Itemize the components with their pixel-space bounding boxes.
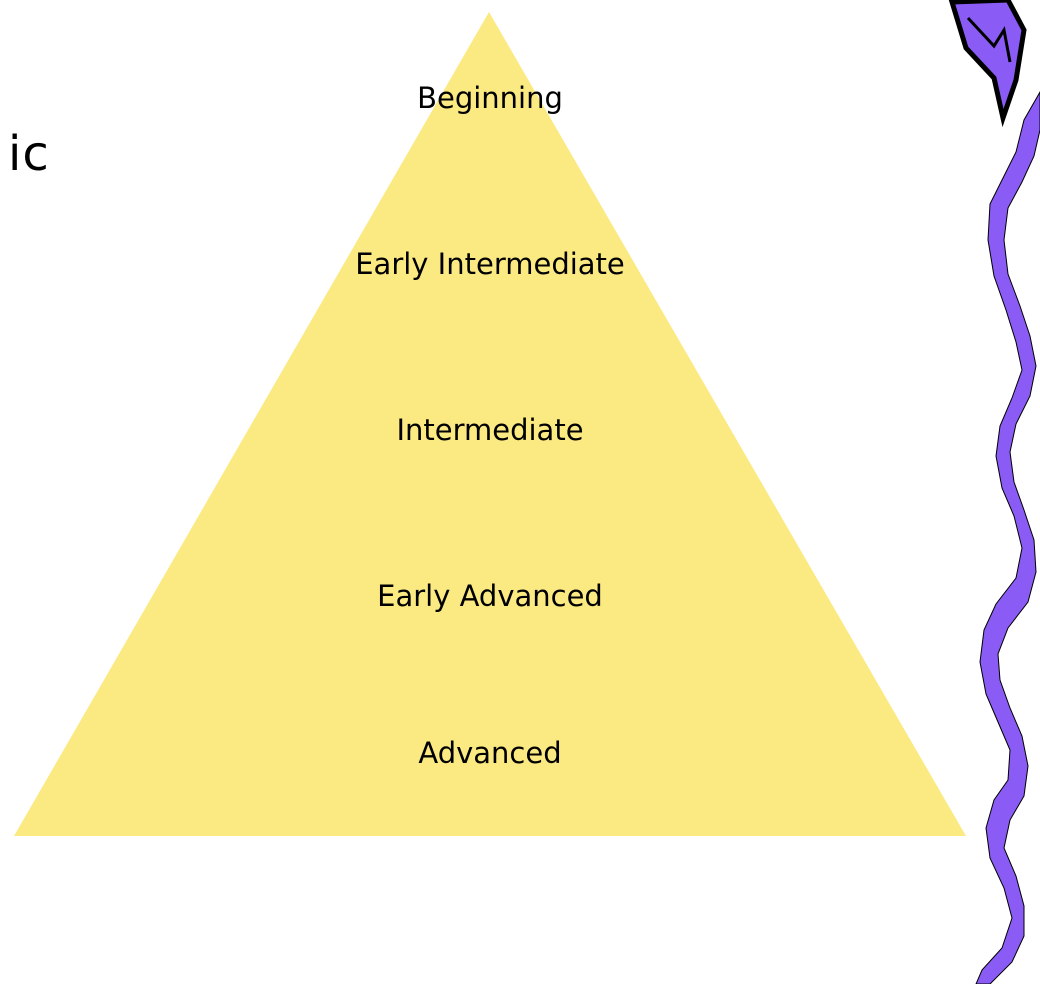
lightning-bolt-inner-line [966,16,1012,63]
pyramid-level-beginning: Beginning [417,81,563,115]
pyramid-level-advanced: Advanced [418,736,562,770]
pyramid-level-early-advanced: Early Advanced [377,579,603,613]
pyramid-level-intermediate: Intermediate [396,413,584,447]
partial-title-text: ic [8,126,50,182]
lightning-bolt-icon [948,0,1040,984]
proficiency-pyramid [14,12,966,836]
pyramid-level-early-intermediate: Early Intermediate [355,247,625,281]
lightning-bolt-streak [975,90,1040,984]
lightning-bolt-head [948,0,1027,128]
